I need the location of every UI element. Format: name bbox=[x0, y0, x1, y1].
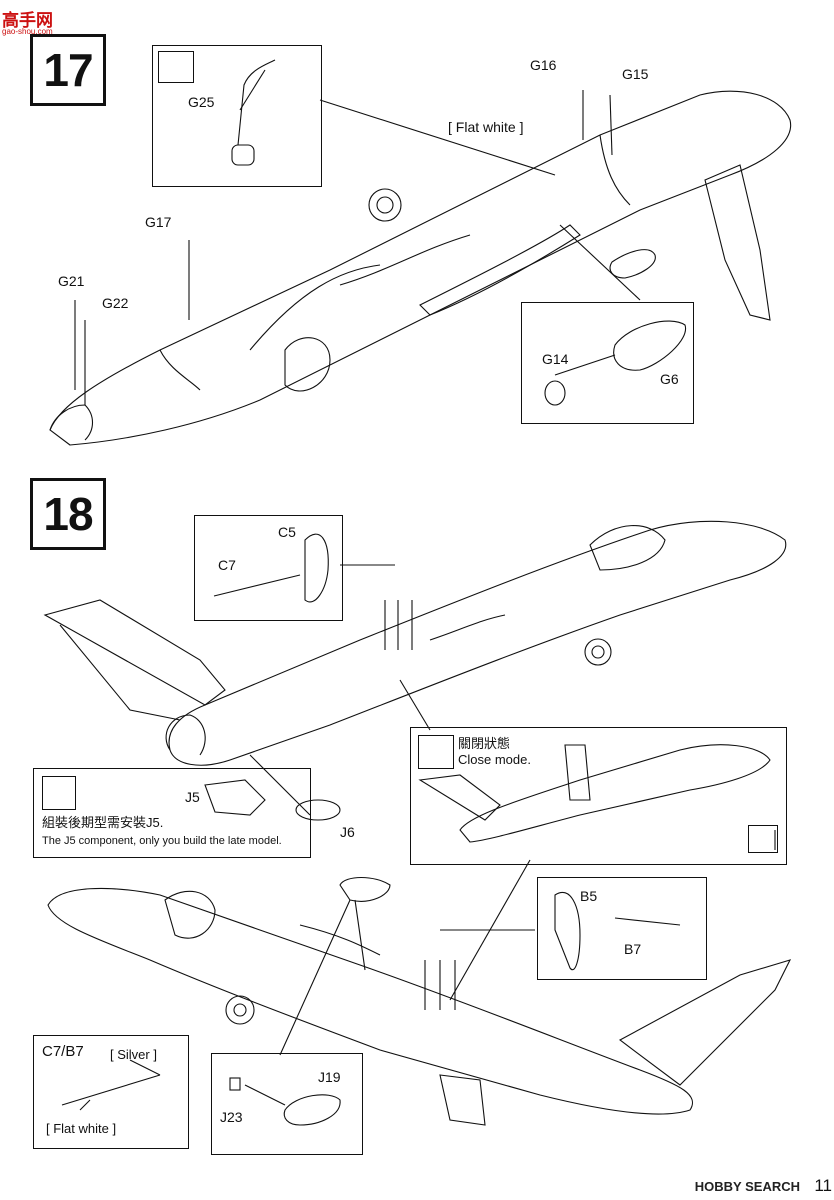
note-text-cn: 組裝後期型需安裝J5. bbox=[42, 815, 164, 830]
close-mode-text-en: Close mode. bbox=[458, 752, 531, 767]
part-label-j19: J19 bbox=[318, 1069, 341, 1085]
close-mode-text-cn: 關閉狀態 bbox=[458, 736, 511, 751]
step17-wing-stub bbox=[419, 224, 581, 316]
step-18-inset-b5-b7 bbox=[537, 877, 707, 980]
watermark-logo: 高手网 bbox=[2, 11, 53, 30]
step18-tail-wing bbox=[43, 599, 226, 706]
part-label-j5: J5 bbox=[185, 789, 200, 805]
page-number: 11 bbox=[814, 1176, 832, 1195]
part-label-j6: J6 bbox=[340, 824, 355, 840]
step17-wheel bbox=[368, 188, 402, 222]
part-label-g15: G15 bbox=[622, 66, 649, 82]
step18-canopy bbox=[589, 525, 666, 571]
step18-lower-intake bbox=[164, 890, 216, 939]
step-17-number: 17 bbox=[30, 34, 106, 106]
step17-tail-fin bbox=[704, 164, 771, 321]
paint-detail-flat-white: [ Flat white ] bbox=[46, 1121, 117, 1136]
part-label-g22: G22 bbox=[102, 295, 129, 311]
close-mode-icon bbox=[418, 735, 454, 769]
mirror-icon bbox=[748, 825, 778, 853]
note-text-en: The J5 component, only you build the lat… bbox=[42, 835, 282, 847]
step-17-inset-g25 bbox=[152, 45, 322, 187]
part-label-g14: G14 bbox=[542, 351, 569, 367]
paint-detail-panel bbox=[33, 1035, 189, 1149]
part-label-c7: C7 bbox=[218, 557, 236, 573]
part-label-c5: C5 bbox=[278, 524, 296, 540]
part-label-b7: B7 bbox=[624, 941, 642, 957]
part-label-g6: G6 bbox=[660, 371, 679, 387]
part-label-g16: G16 bbox=[530, 57, 557, 73]
watermark-url: gao-shou.com bbox=[2, 27, 53, 36]
step17-fuselage bbox=[49, 90, 792, 446]
step-18-number: 18 bbox=[30, 478, 106, 550]
step18-exhaust bbox=[165, 714, 206, 756]
part-label-b5: B5 bbox=[580, 888, 598, 904]
step18-fuselage bbox=[168, 520, 787, 766]
attention-icon bbox=[42, 776, 76, 810]
paint-detail-title: C7/B7 bbox=[42, 1043, 84, 1060]
paint-note-flat-white: [ Flat white ] bbox=[448, 119, 524, 135]
part-label-g21: G21 bbox=[58, 273, 85, 289]
part-label-j23: J23 bbox=[220, 1109, 243, 1125]
late-model-note-box bbox=[33, 768, 311, 858]
paint-detail-silver: [ Silver ] bbox=[110, 1047, 157, 1062]
footer-brand: HOBBY SEARCH bbox=[694, 1179, 800, 1194]
step18-lower-fuselage bbox=[47, 887, 694, 1115]
step-18-inset-c5-c7 bbox=[194, 515, 343, 621]
part-label-g17: G17 bbox=[145, 214, 172, 230]
step18-lower-wing bbox=[618, 959, 792, 1086]
inset-reference-icon bbox=[158, 51, 194, 83]
part-label-g25: G25 bbox=[188, 94, 215, 110]
step17-intake bbox=[284, 337, 331, 392]
step-18-inset-j19-j23 bbox=[211, 1053, 363, 1155]
